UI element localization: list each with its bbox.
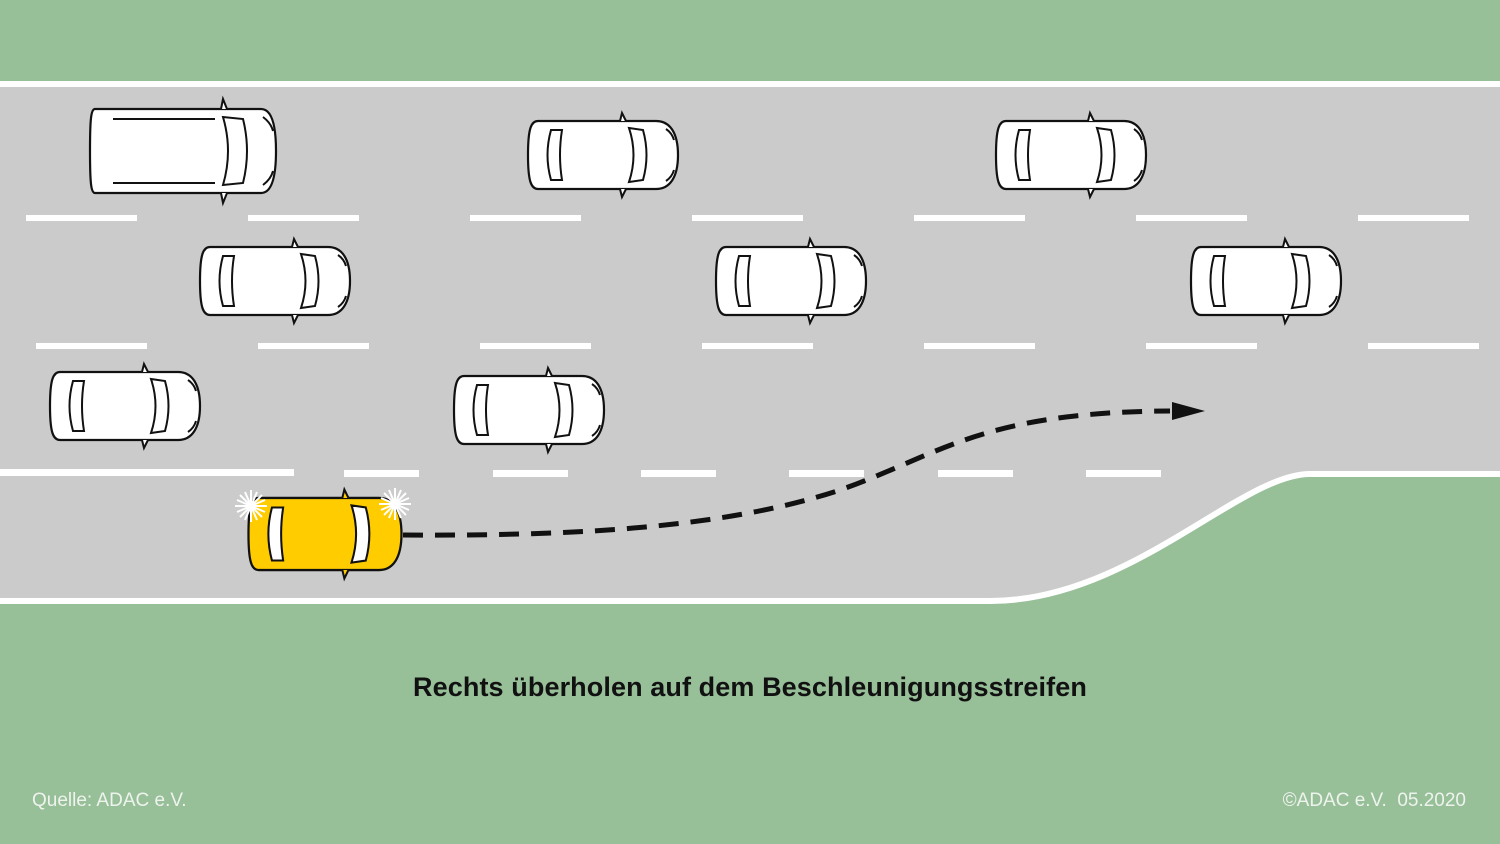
lane-edge-line (0, 469, 294, 476)
lane-dash (924, 343, 1035, 349)
highlight-car (247, 486, 403, 582)
car-icon (714, 237, 868, 325)
lane-dash (1136, 215, 1247, 221)
lane-markings (0, 215, 1479, 477)
merge-dash (344, 470, 419, 477)
lane-dash (36, 343, 147, 349)
merge-dash (789, 470, 864, 477)
copyright-note: ©ADAC e.V. 05.2020 (1282, 790, 1466, 811)
car-icon (994, 111, 1148, 199)
lane-dash (248, 215, 359, 221)
diagram-caption: Rechts überholen auf dem Beschleunigungs… (413, 672, 1087, 702)
car-icon (198, 237, 352, 325)
car-icon (526, 111, 680, 199)
lane-dash (480, 343, 591, 349)
car-icon (452, 366, 606, 454)
lane-dash (692, 215, 803, 221)
lane-dash (1368, 343, 1479, 349)
lane-dash (702, 343, 813, 349)
lane-dash (1146, 343, 1257, 349)
lane-dash (914, 215, 1025, 221)
overtaking-path (402, 402, 1205, 538)
car-icon (48, 362, 202, 450)
lane-dash (470, 215, 581, 221)
lane-dash (258, 343, 369, 349)
merge-dash (938, 470, 1013, 477)
arrow-right-icon (1172, 402, 1205, 420)
merge-dash (641, 470, 716, 477)
source-note: Quelle: ADAC e.V. (32, 790, 187, 811)
lane-dash (1358, 215, 1469, 221)
merge-dash (493, 470, 568, 477)
car-icon (1189, 237, 1343, 325)
merge-dash (1086, 470, 1161, 477)
lane-dash (26, 215, 137, 221)
van-icon (88, 97, 278, 205)
